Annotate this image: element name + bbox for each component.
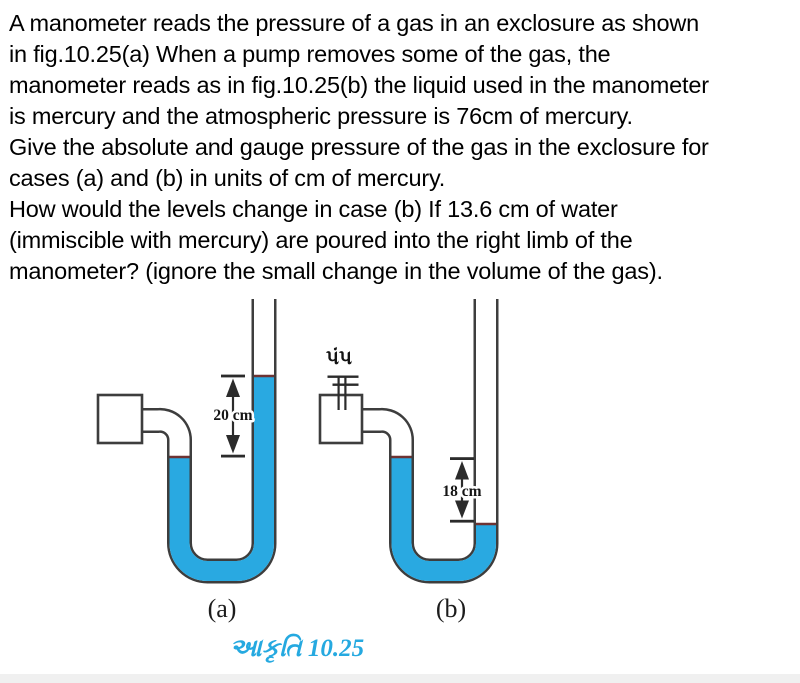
dimension-label-a: 20 cm	[213, 407, 252, 424]
question-line: manometer? (ignore the small change in t…	[9, 258, 663, 284]
manometer-figure: 20 cm (a) પંપ	[96, 299, 499, 663]
question-line: cases (a) and (b) in units of cm of merc…	[9, 165, 446, 191]
utube-wall-b	[362, 299, 499, 584]
question-line: in fig.10.25(a) When a pump removes some…	[9, 41, 611, 67]
question-line: How would the levels change in case (b) …	[9, 196, 618, 222]
arrowhead-up-icon	[455, 461, 469, 480]
arrow-line	[231, 397, 235, 435]
mercury-column-b	[391, 457, 496, 581]
gas-enclosure-b	[318, 393, 364, 445]
mercury-column-a	[169, 376, 274, 581]
pump-symbol-icon	[327, 375, 359, 410]
pump-label: પંપ	[326, 345, 352, 369]
arrowhead-down-icon	[226, 435, 240, 454]
arrow-bottom-bar	[450, 519, 474, 523]
manometer-b: પંપ 18 cm (b)	[318, 299, 499, 623]
utube-interior-b	[362, 299, 496, 581]
utube-wall-a	[142, 299, 277, 584]
question-line: (immiscible with mercury) are poured int…	[9, 227, 633, 253]
page-bottom-edge	[0, 674, 800, 683]
question-text: A manometer reads the pressure of a gas …	[9, 8, 800, 287]
arrow-top-bar	[450, 457, 474, 460]
question-line: Give the absolute and gauge pressure of …	[9, 134, 709, 160]
arrowhead-up-icon	[226, 378, 240, 397]
arrow-top-bar	[221, 374, 245, 378]
utube-interior-a	[142, 299, 274, 581]
question-line: manometer reads as in fig.10.25(b) the l…	[9, 72, 709, 98]
dimension-arrow-a: 20 cm	[211, 374, 255, 458]
dimension-label-b: 18 cm	[442, 483, 481, 500]
question-line: A manometer reads the pressure of a gas …	[9, 10, 699, 36]
question-line: is mercury and the atmospheric pressure …	[9, 103, 633, 129]
manometer-a: 20 cm (a)	[96, 299, 277, 623]
dimension-arrow-b: 18 cm	[440, 457, 484, 523]
sub-label-a: (a)	[208, 594, 237, 623]
figure-caption: આકૃતિ 10.25	[230, 633, 364, 663]
arrow-line	[460, 479, 464, 502]
arrowhead-down-icon	[455, 500, 469, 519]
arrow-bottom-bar	[221, 454, 245, 458]
sub-label-b: (b)	[436, 594, 466, 623]
gas-enclosure-a	[96, 393, 144, 445]
